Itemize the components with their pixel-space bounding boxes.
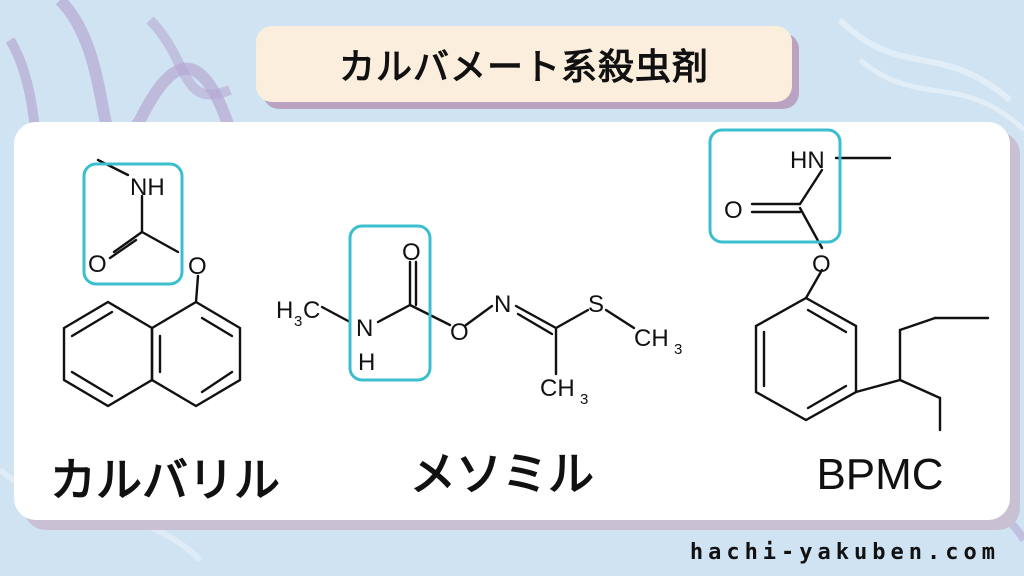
carbaryl-carbonyl-o-label: O (88, 251, 107, 278)
methomyl-s-label: S (588, 291, 604, 318)
bpmc-carbonyl-o-label: O (724, 197, 743, 224)
methomyl-imine-n-label: N (494, 291, 511, 318)
carbaryl-structure (62, 158, 242, 408)
methomyl-ch3-bottom-sub-label: 3 (580, 391, 588, 408)
bpmc-carbamate-highlight (708, 128, 842, 244)
website-url: hachi-yakuben.com (689, 540, 1000, 565)
compound-name-bpmc: BPMC (816, 450, 944, 499)
carbaryl-nh-label: NH (130, 174, 165, 201)
bpmc-hn-label: HN (790, 147, 825, 174)
compound-name-carbaryl: カルバリル (50, 453, 280, 507)
methomyl-h3c-h-label: H (276, 297, 293, 324)
methomyl-h-label: H (358, 349, 375, 376)
methomyl-h3c-c-label: C (303, 297, 320, 324)
structures-card (14, 122, 1010, 520)
methomyl-structure (320, 260, 636, 376)
page-title: カルバメート系殺虫剤 (256, 26, 792, 102)
bpmc-structure (750, 156, 990, 432)
bpmc-ester-o-label: O (812, 251, 831, 278)
carbaryl-ester-o-label: O (188, 253, 207, 280)
methomyl-n-label: N (356, 315, 373, 342)
methomyl-ester-o-label: O (450, 319, 469, 346)
compound-name-methomyl: メソミル (410, 447, 594, 501)
methomyl-carbonyl-o-label: O (402, 239, 421, 266)
carbaryl-carbamate-highlight (82, 162, 184, 286)
methomyl-ch3-c-label: CH (634, 325, 669, 352)
methomyl-ch3-sub-label: 3 (674, 341, 682, 358)
methomyl-carbamate-highlight (348, 224, 432, 382)
methomyl-ch3-bottom-c-label: CH (540, 375, 575, 402)
methomyl-h3c-sub-label: 3 (294, 313, 302, 330)
